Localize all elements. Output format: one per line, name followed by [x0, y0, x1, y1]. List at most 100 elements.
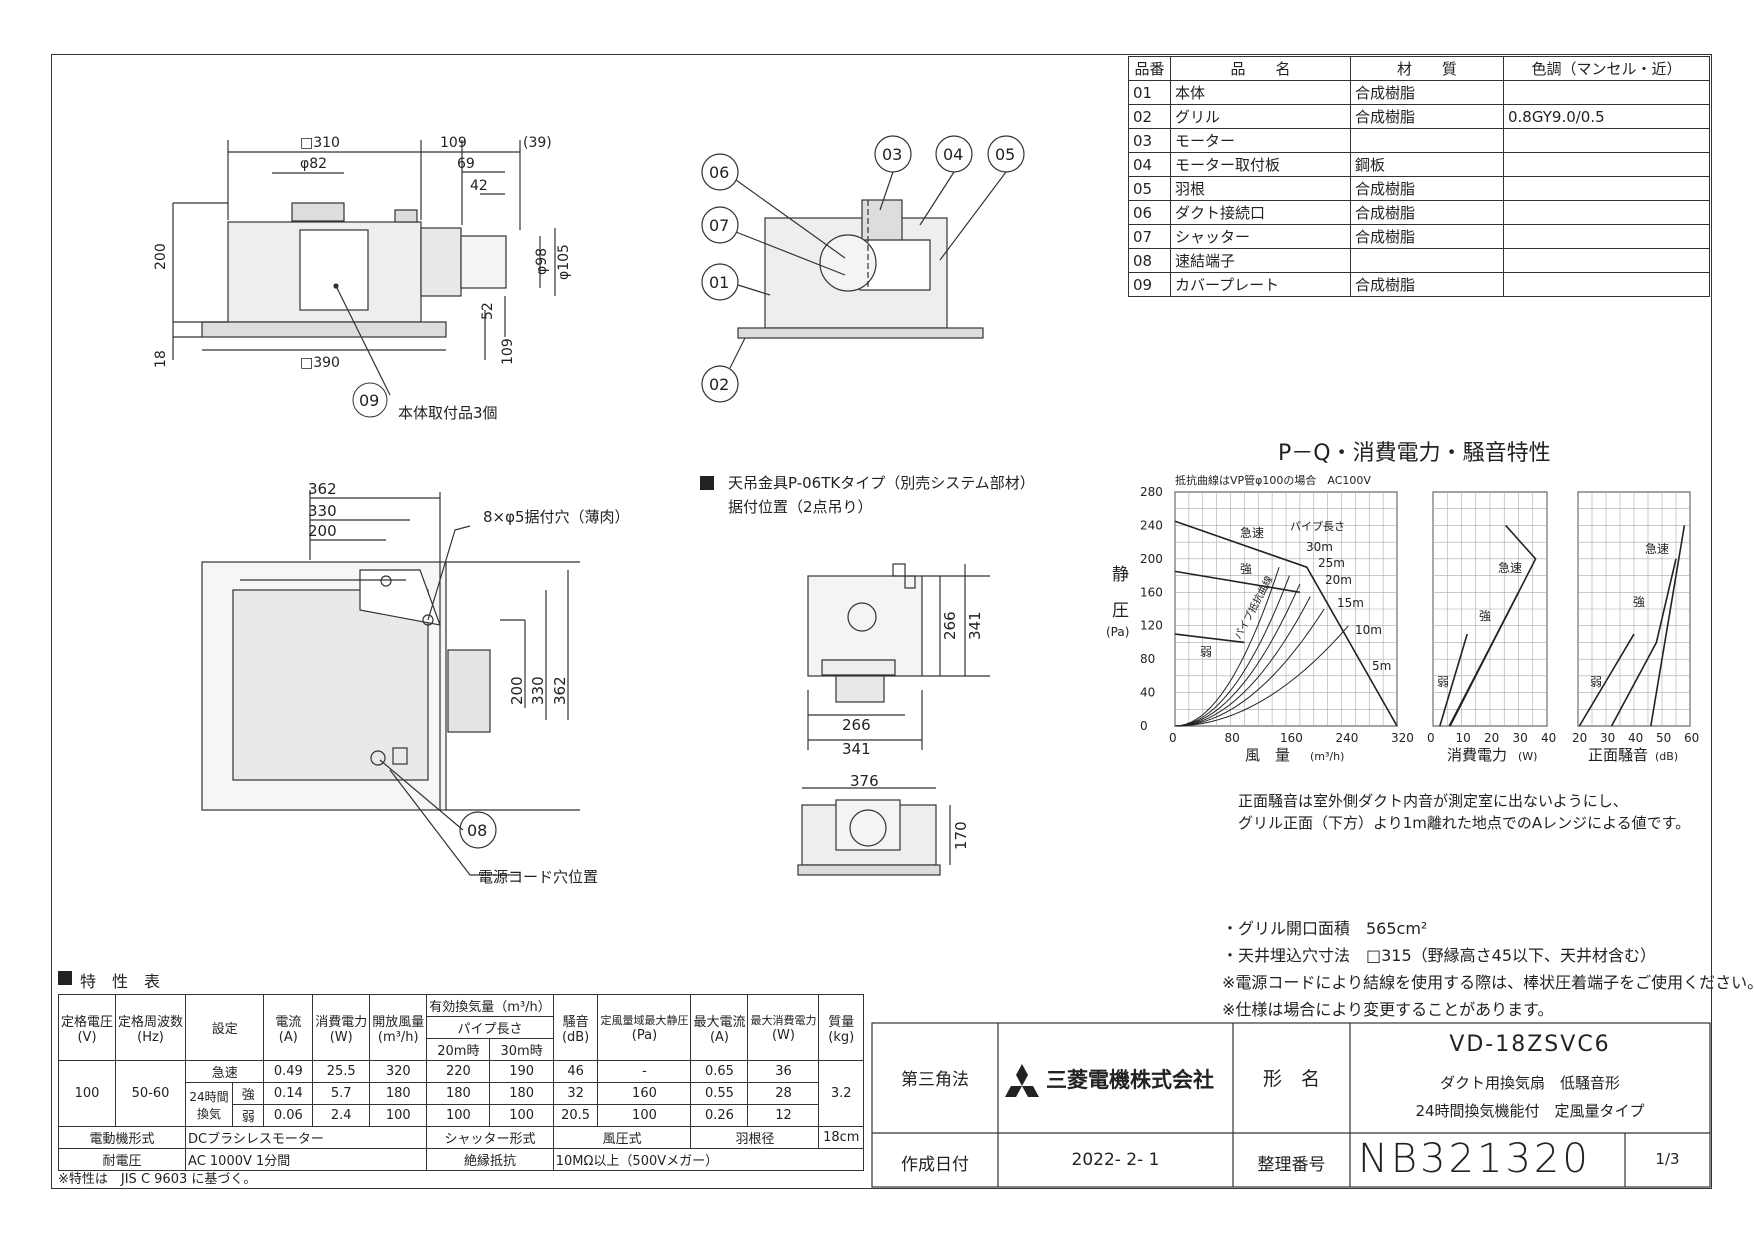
dim-phi105: φ105	[556, 244, 572, 280]
dim-109b: 109	[500, 338, 516, 365]
part-color	[1503, 224, 1710, 249]
spec-flow: 320	[369, 1060, 428, 1083]
x-tick-label: 60	[1684, 731, 1699, 745]
y-tick-label: 280	[1140, 485, 1163, 499]
series-line	[1439, 633, 1468, 727]
spec-h-pipelen: パイプ長さ	[426, 1016, 554, 1039]
x-tick-label: 10	[1456, 731, 1471, 745]
y-tick-label: 200	[1140, 552, 1163, 566]
date-value: 2022- 2- 1	[1071, 1150, 1160, 1170]
dim-69: 69	[457, 156, 475, 172]
x-tick-label: 0	[1169, 731, 1177, 745]
pq-subtitle: 抵抗曲線はVP管φ100の場合 AC100V	[1175, 473, 1371, 487]
spec-motor-value: DCブラシレスモーター	[185, 1126, 428, 1149]
pq-label-25m: 25m	[1318, 556, 1345, 570]
spec-pw: 5.7	[312, 1082, 371, 1105]
x-tick-label: 50	[1656, 731, 1671, 745]
spec-p20: 180	[426, 1082, 491, 1105]
pq-xlabel-2: 消費電力	[1447, 746, 1507, 764]
spec-ps: -	[597, 1060, 692, 1083]
dim-341v: 341	[966, 611, 984, 640]
spec-footnote: ※特性は JIS C 9603 に基づく。	[58, 1172, 257, 1187]
part-material: 合成樹脂	[1350, 224, 1504, 249]
part-no: 05	[1128, 176, 1171, 201]
part-no: 07	[1128, 224, 1171, 249]
pq-xunit-2: (W)	[1518, 750, 1537, 763]
spec-h-freq-unit: (Hz)	[137, 1029, 164, 1045]
note-ceiling-hole: ・天井埋込穴寸法 □315（野縁高さ45以下、天井材含む）	[1222, 946, 1657, 965]
spec-blade-value: 18cm	[818, 1126, 864, 1149]
spec-row: 24時間換気 強 0.14 5.7 180 180 180 32 160 0.5…	[59, 1082, 864, 1127]
spec-h-static: 定風量域最大静圧	[600, 1014, 689, 1027]
part-name: シャッター	[1170, 224, 1351, 249]
spec-h-30m: 30m時	[489, 1038, 554, 1061]
callout-07: 07	[709, 216, 729, 235]
spec-freq: 50-60	[115, 1060, 187, 1127]
spec-mp: 12	[747, 1104, 820, 1127]
plan-view	[201, 490, 580, 876]
spec-h-flow-unit: (m³/h)	[377, 1029, 419, 1045]
series-line	[1578, 633, 1635, 727]
spec-h-freq: 定格周波数	[118, 1014, 184, 1030]
series-line	[1174, 520, 1398, 727]
part-no: 02	[1128, 104, 1171, 129]
x-tick-label: 240	[1336, 731, 1359, 745]
dim-330: 330	[308, 502, 337, 520]
pw-label-kyo: 強	[1479, 609, 1491, 623]
cord-hole-label: 電源コード穴位置	[478, 868, 598, 886]
dim-42: 42	[470, 178, 488, 194]
spec-db: 20.5	[552, 1104, 599, 1127]
spec-voltage: 100	[57, 1060, 117, 1127]
part-name: 速結端子	[1170, 248, 1351, 273]
spec-p30: 180	[489, 1082, 554, 1105]
note-noise-1: 正面騒音は室外側ダクト内音が測定室に出ないようにし、	[1238, 792, 1628, 810]
spec-ins-label: 絶縁抵抗	[426, 1148, 554, 1171]
number-label: 整理番号	[1257, 1155, 1326, 1175]
spec-cur: 0.06	[263, 1104, 314, 1127]
spec-table: 定格電圧(V) 定格周波数(Hz) 設定 電流(A) 消費電力(W) 開放風量(…	[57, 994, 865, 1171]
pq-label-kyo: 強	[1240, 562, 1252, 576]
bracket-view	[797, 563, 990, 876]
dim-266: 266	[842, 716, 871, 734]
spec-p30: 190	[489, 1060, 554, 1083]
spec-mp: 28	[747, 1082, 820, 1105]
front-view	[172, 140, 556, 396]
spec-h-mass-unit: (kg)	[828, 1029, 855, 1045]
spec-volt-value: AC 1000V 1分間	[185, 1148, 428, 1171]
drawing-number: NB321320	[1358, 1136, 1591, 1182]
dim-52: 52	[480, 302, 496, 320]
pq-xlabel-1: 風 量	[1245, 746, 1290, 764]
hole-label: 8×φ5据付穴（薄肉）	[483, 508, 630, 526]
dim-18: 18	[153, 350, 169, 368]
spec-h-current: 電流	[275, 1014, 302, 1030]
spec-h-power-unit: (W)	[329, 1029, 353, 1045]
callout-09-label: 本体取付品3個	[398, 404, 498, 422]
pq-label-20m: 20m	[1325, 573, 1352, 587]
series-line	[1174, 570, 1301, 594]
dim-200v: 200	[508, 676, 526, 705]
pq-label-pipe-curve: パイプ抵抗曲線	[1231, 573, 1275, 641]
part-no: 09	[1128, 272, 1171, 297]
model-desc-1: ダクト用換気扇 低騒音形	[1439, 1074, 1620, 1092]
pw-label-jaku: 弱	[1437, 675, 1449, 689]
db-label-jaku: 弱	[1590, 675, 1602, 689]
resistance-curve	[1174, 583, 1301, 727]
x-tick-label: 30	[1513, 731, 1528, 745]
series-line	[1650, 525, 1686, 727]
spec-ps: 100	[597, 1104, 692, 1127]
note-noise-2: グリル正面（下方）より1m離れた地点でのAレンジによる値です。	[1238, 814, 1691, 832]
spec-volt-label: 耐電圧	[57, 1148, 187, 1171]
spec-ps: 160	[597, 1082, 692, 1105]
db-label-kyo: 強	[1633, 595, 1645, 609]
spec-mc: 0.26	[690, 1104, 749, 1127]
spec-ins-value: 10MΩ以上（500Vメガー）	[552, 1148, 865, 1171]
pq-label-pipelen: パイプ長さ	[1290, 520, 1345, 533]
spec-h-maxcur: 最大電流	[693, 1014, 746, 1030]
callout-01: 01	[709, 273, 729, 292]
